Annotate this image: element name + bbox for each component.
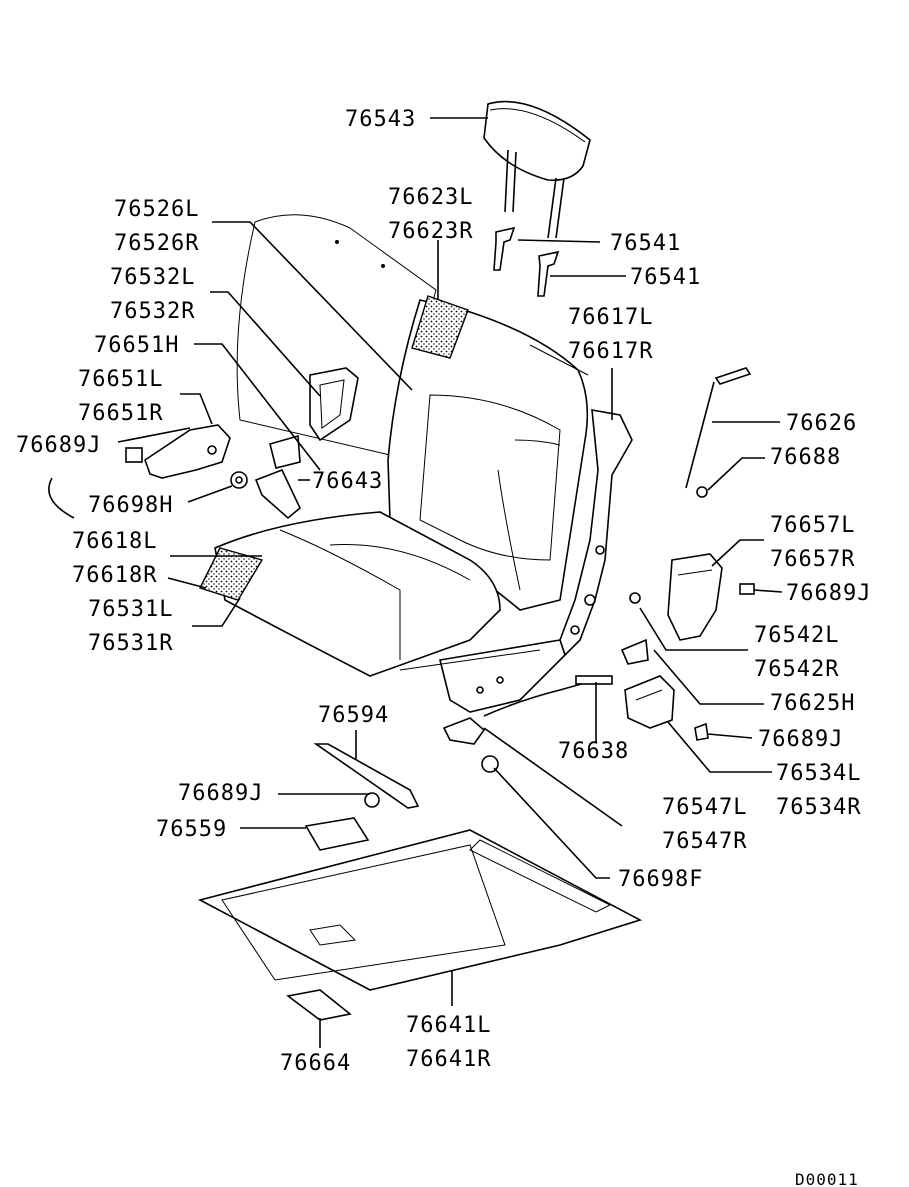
part-label: 76698F xyxy=(618,867,703,892)
hinge-cover-upper xyxy=(667,553,755,641)
part-label: 76689J xyxy=(786,581,871,606)
small-bracket-76643 xyxy=(254,434,301,520)
seat-frame-hinge xyxy=(559,409,633,657)
part-label: 76532R xyxy=(110,299,195,324)
part-label: 76547L xyxy=(662,795,747,820)
part-label: 76641L xyxy=(406,1013,491,1038)
headrest-guides xyxy=(493,226,560,297)
side-bracket xyxy=(125,424,231,479)
headrest xyxy=(483,100,591,239)
part-label: 76698H xyxy=(88,493,173,518)
part-label: 76643 xyxy=(312,469,383,494)
part-label: 76542R xyxy=(754,657,839,682)
part-label: 76623R xyxy=(388,219,473,244)
part-label: 76689J xyxy=(758,727,843,752)
small-clips xyxy=(620,592,709,741)
floor-tray xyxy=(197,829,643,991)
part-label: 76534R xyxy=(776,795,861,820)
part-label: 76531R xyxy=(88,631,173,656)
part-label: 76559 xyxy=(156,817,227,842)
part-label: 76541 xyxy=(630,265,701,290)
seat-rail xyxy=(399,639,566,713)
part-label: 76638 xyxy=(558,739,629,764)
part-label: 76651H xyxy=(94,333,179,358)
part-label: 76689J xyxy=(16,433,101,458)
seat-back-assembly xyxy=(387,295,589,611)
part-label: 76618R xyxy=(72,563,157,588)
box-76559 xyxy=(304,817,370,851)
part-labels: 76543 76623L 76623R 76541 76541 76526L 7… xyxy=(16,107,871,1187)
part-label: 76531L xyxy=(88,597,173,622)
release-rod xyxy=(685,367,752,498)
part-label: 76594 xyxy=(318,703,389,728)
part-label: 76657R xyxy=(770,547,855,572)
lever-cable xyxy=(442,675,613,773)
part-label: 76689J xyxy=(178,781,263,806)
nut-76698h xyxy=(230,471,248,489)
cover-76664 xyxy=(286,989,352,1021)
part-label: 76543 xyxy=(345,107,416,132)
part-label: 76625H xyxy=(770,691,855,716)
part-label: 76626 xyxy=(786,411,857,436)
part-label: 76618L xyxy=(72,529,157,554)
leader-lines xyxy=(48,117,783,1048)
part-label: 76617L xyxy=(568,305,653,330)
seatbelt-buckle xyxy=(309,367,359,442)
part-label: 76534L xyxy=(776,761,861,786)
part-label: 76664 xyxy=(280,1051,351,1076)
part-label: 76547R xyxy=(662,829,747,854)
part-label: 76657L xyxy=(770,513,855,538)
seat-back-rear-pad xyxy=(236,214,437,456)
part-label: 76641R xyxy=(406,1047,491,1072)
part-label: 76617R xyxy=(568,339,653,364)
part-label: 76526L xyxy=(114,197,199,222)
part-label: 76526R xyxy=(114,231,199,256)
strap-76594 xyxy=(313,743,420,809)
part-label: 76651R xyxy=(78,401,163,426)
part-label: 76651L xyxy=(78,367,163,392)
hinge-cover-lower xyxy=(624,675,675,729)
part-label: 76542L xyxy=(754,623,839,648)
part-label: 76623L xyxy=(388,185,473,210)
part-label: 76532L xyxy=(110,265,195,290)
part-label: 76541 xyxy=(610,231,681,256)
diagram-code: D00011 xyxy=(795,1170,859,1187)
seat-cushion xyxy=(199,511,501,677)
part-label: 76688 xyxy=(770,445,841,470)
